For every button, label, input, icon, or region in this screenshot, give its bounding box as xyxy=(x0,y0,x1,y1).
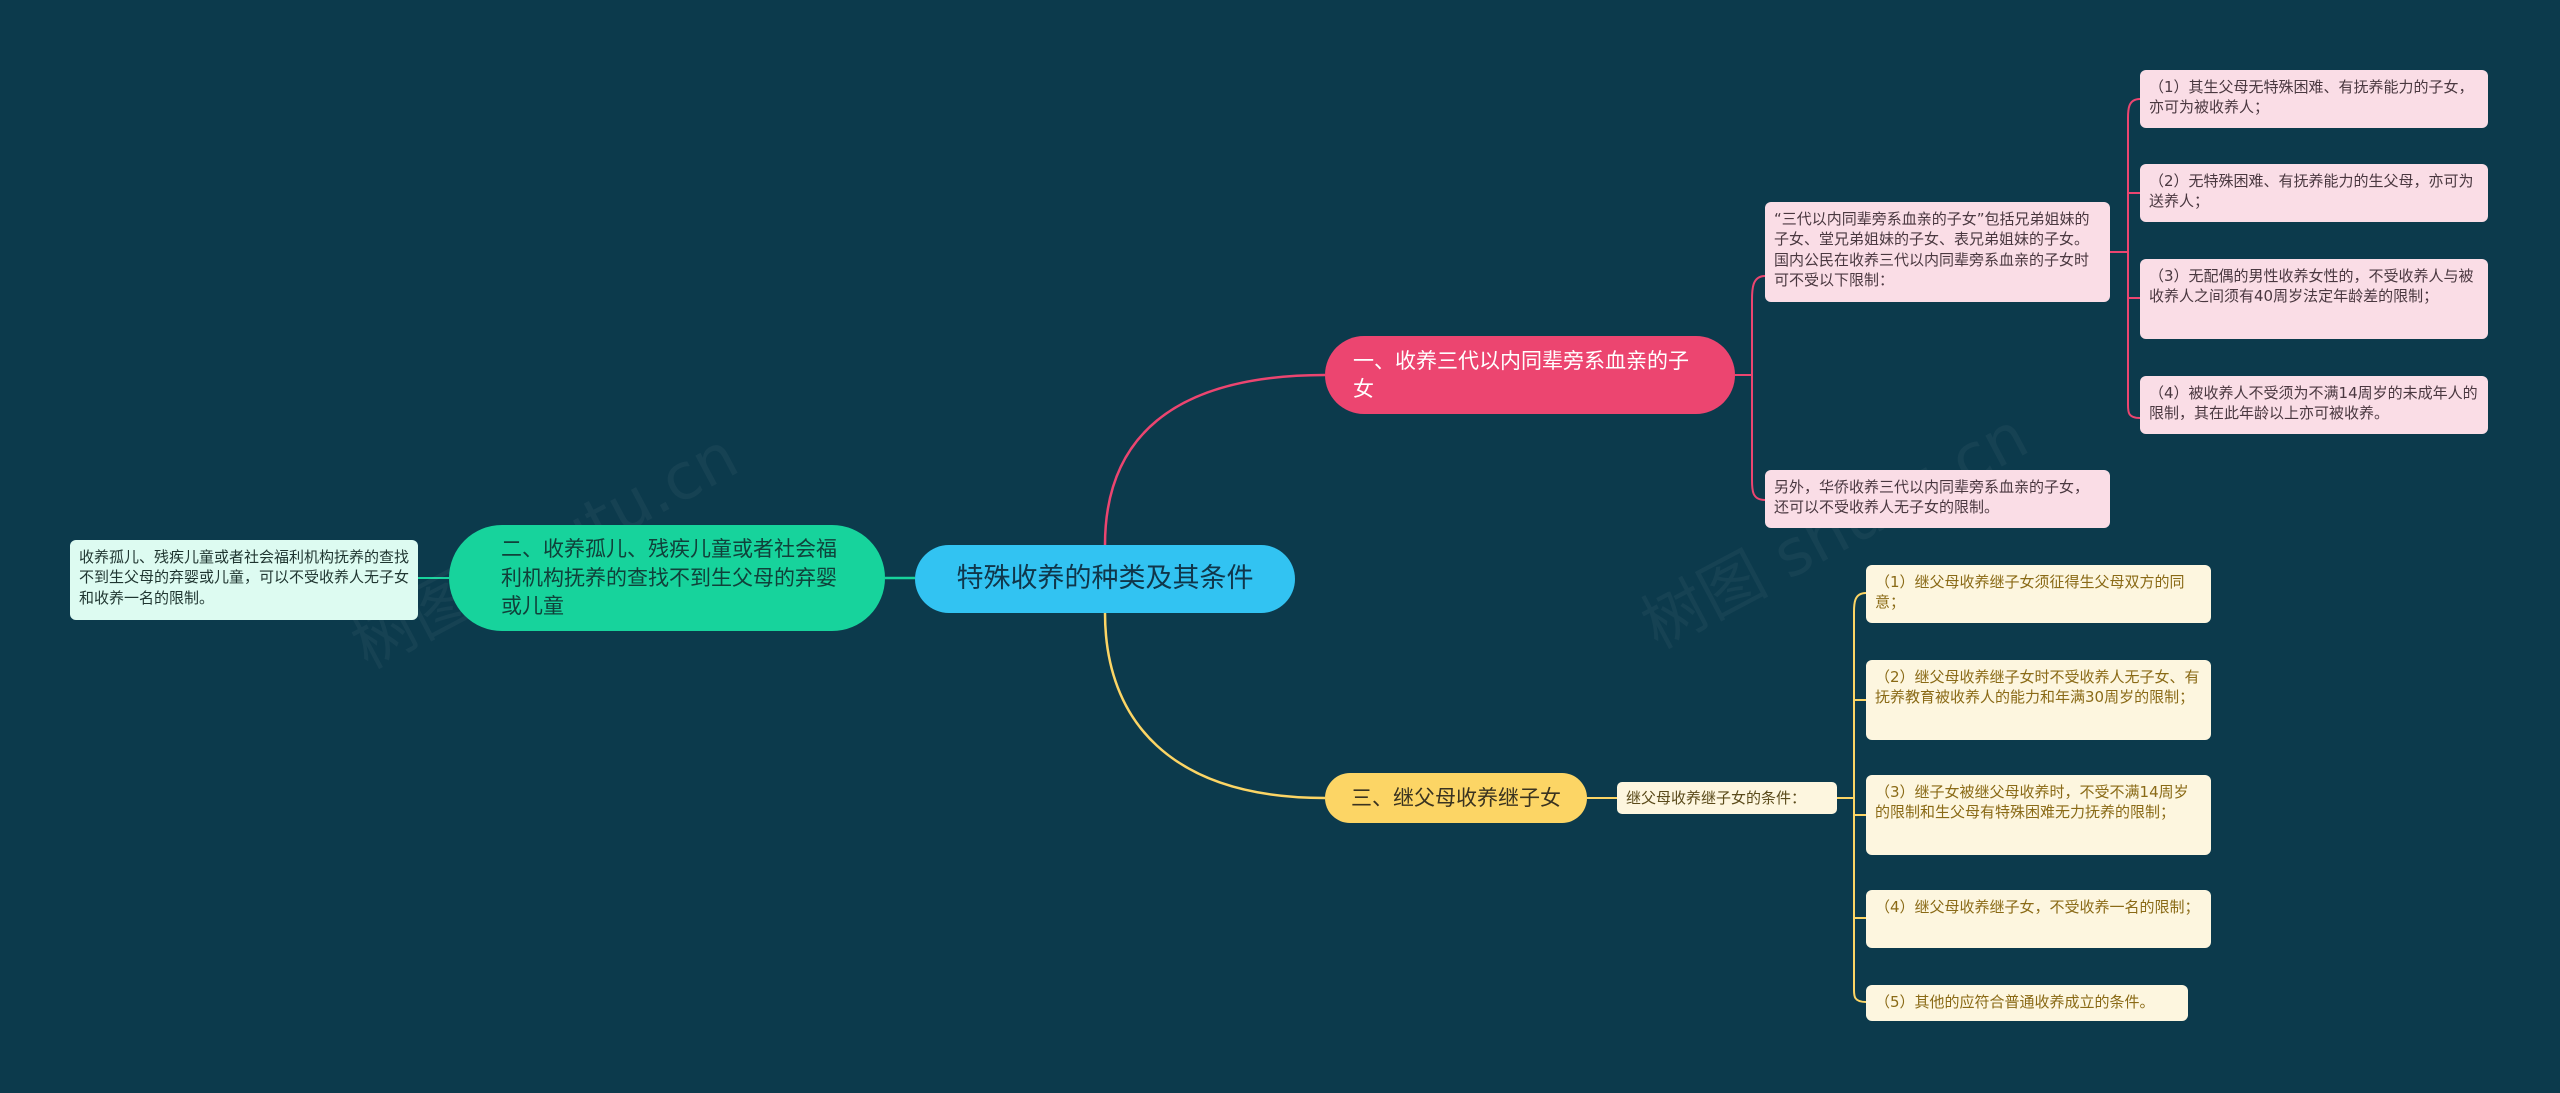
link-c1-items xyxy=(2110,98,2141,419)
branch-1-label: 一、收养三代以内同辈旁系血亲的子女 xyxy=(1353,348,1689,401)
root-node[interactable]: 特殊收养的种类及其条件 xyxy=(915,545,1295,613)
branch-3-label: 三、继父母收养继子女 xyxy=(1351,785,1561,810)
leaf-text: （3）继子女被继父母收养时，不受不满14周岁的限制和生父母有特殊困难无力抚养的限… xyxy=(1875,783,2189,822)
leaf-b1-c1[interactable]: “三代以内同辈旁系血亲的子女”包括兄弟姐妹的子女、堂兄弟姐妹的子女、表兄弟姐妹的… xyxy=(1765,202,2110,302)
leaf-text: 继父母收养继子女的条件： xyxy=(1626,788,1807,807)
leaf-text: （4）继父母收养继子女，不受收养一名的限制； xyxy=(1875,898,2200,916)
leaf-b1-c1-item-3[interactable]: （3）无配偶的男性收养女性的，不受收养人与被收养人之间须有40周岁法定年龄差的限… xyxy=(2140,259,2488,339)
leaf-text: （5）其他的应符合普通收养成立的条件。 xyxy=(1875,993,2155,1011)
link-root-b3 xyxy=(1103,612,1326,800)
leaf-text: （4）被收养人不受须为不满14周岁的未成年人的限制，其在此年龄以上亦可被收养。 xyxy=(2149,384,2478,423)
leaf-b3-item-2[interactable]: （2）继父母收养继子女时不受收养人无子女、有抚养教育被收养人的能力和年满30周岁… xyxy=(1866,660,2211,740)
branch-node-1[interactable]: 一、收养三代以内同辈旁系血亲的子女 xyxy=(1325,336,1735,414)
leaf-text: （1）继父母收养继子女须征得生父母双方的同意； xyxy=(1875,573,2185,612)
leaf-b3-item-1[interactable]: （1）继父母收养继子女须征得生父母双方的同意； xyxy=(1866,565,2211,623)
leaf-text: （2）无特殊困难、有抚养能力的生父母，亦可为送养人； xyxy=(2149,172,2474,211)
leaf-text: （3）无配偶的男性收养女性的，不受收养人与被收养人之间须有40周岁法定年龄差的限… xyxy=(2149,267,2474,306)
leaf-text: （2）继父母收养继子女时不受收养人无子女、有抚养教育被收养人的能力和年满30周岁… xyxy=(1875,668,2200,707)
leaf-b3-item-5[interactable]: （5）其他的应符合普通收养成立的条件。 xyxy=(1866,985,2188,1021)
leaf-text: “三代以内同辈旁系血亲的子女”包括兄弟姐妹的子女、堂兄弟姐妹的子女、表兄弟姐妹的… xyxy=(1774,210,2090,289)
leaf-text: （1）其生父母无特殊困难、有抚养能力的子女，亦可为被收养人； xyxy=(2149,78,2474,117)
leaf-b1-c1-item-4[interactable]: （4）被收养人不受须为不满14周岁的未成年人的限制，其在此年龄以上亦可被收养。 xyxy=(2140,376,2488,434)
leaf-b3-item-3[interactable]: （3）继子女被继父母收养时，不受不满14周岁的限制和生父母有特殊困难无力抚养的限… xyxy=(1866,775,2211,855)
leaf-b3-mid[interactable]: 继父母收养继子女的条件： xyxy=(1617,782,1837,814)
leaf-b1-c2[interactable]: 另外，华侨收养三代以内同辈旁系血亲的子女，还可以不受收养人无子女的限制。 xyxy=(1765,470,2110,528)
leaf-b1-c1-item-2[interactable]: （2）无特殊困难、有抚养能力的生父母，亦可为送养人； xyxy=(2140,164,2488,222)
branch-2-label: 二、收养孤儿、残疾儿童或者社会福利机构抚养的查找不到生父母的弃婴或儿童 xyxy=(501,537,837,619)
leaf-b2-child[interactable]: 收养孤儿、残疾儿童或者社会福利机构抚养的查找不到生父母的弃婴或儿童，可以不受收养… xyxy=(70,540,418,620)
leaf-text: 另外，华侨收养三代以内同辈旁系血亲的子女，还可以不受收养人无子女的限制。 xyxy=(1774,478,2090,517)
link-root-b1 xyxy=(1103,373,1326,546)
branch-node-2[interactable]: 二、收养孤儿、残疾儿童或者社会福利机构抚养的查找不到生父母的弃婴或儿童 xyxy=(449,525,885,631)
link-b1-children xyxy=(1735,275,1766,501)
branch-node-3[interactable]: 三、继父母收养继子女 xyxy=(1325,773,1587,823)
leaf-b3-item-4[interactable]: （4）继父母收养继子女，不受收养一名的限制； xyxy=(1866,890,2211,948)
leaf-text: 收养孤儿、残疾儿童或者社会福利机构抚养的查找不到生父母的弃婴或儿童，可以不受收养… xyxy=(79,548,410,607)
link-mid-items xyxy=(1837,592,1867,1003)
root-label: 特殊收养的种类及其条件 xyxy=(956,562,1254,594)
leaf-b1-c1-item-1[interactable]: （1）其生父母无特殊困难、有抚养能力的子女，亦可为被收养人； xyxy=(2140,70,2488,128)
